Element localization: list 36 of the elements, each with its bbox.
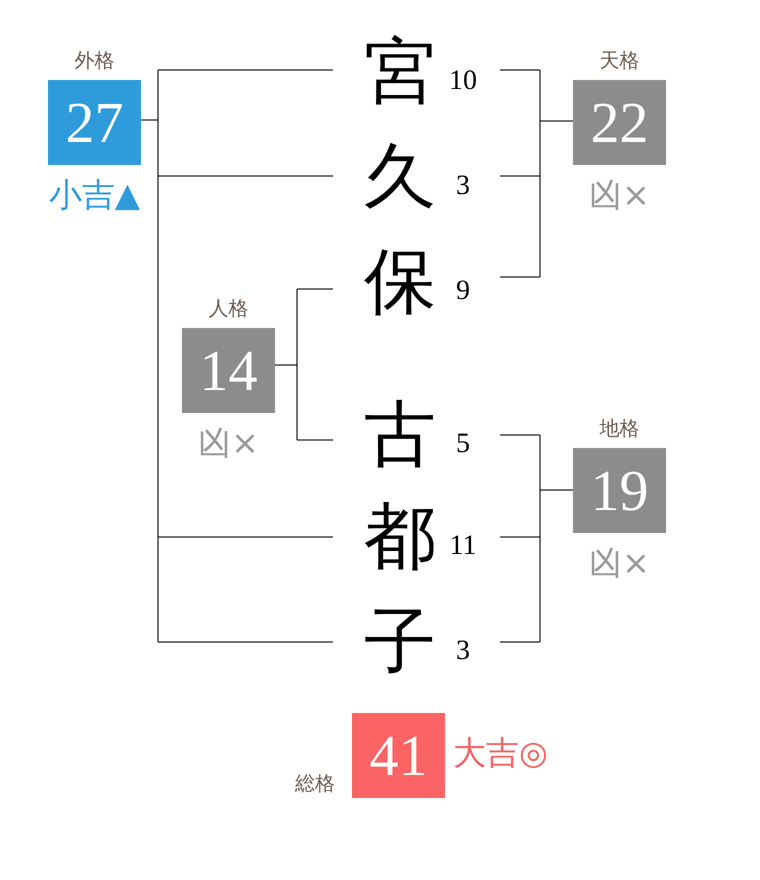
connector-line [540,434,574,642]
score-number: 41 [370,726,428,784]
fortune-result: 凶× [198,423,259,463]
category-label: 地格 [600,416,640,440]
score-number: 19 [590,462,648,520]
stroke-count: 3 [455,170,471,202]
name-character: 宮 [364,35,436,110]
fortune-result: 大吉◎ [453,733,548,773]
fortune-result: 凶× [589,175,650,215]
connector-line [500,536,540,538]
connector-line [500,276,540,278]
connector-line [158,536,334,538]
score-number: 14 [200,342,258,400]
score-number: 27 [66,94,124,152]
category-label: 外格 [74,48,114,72]
name-character: 都 [364,500,436,575]
connector-line [140,70,158,642]
stroke-count: 10 [448,64,478,96]
stroke-count: 11 [448,530,478,562]
category-label: 天格 [600,48,640,72]
fortune-result: 凶× [589,543,650,583]
name-character: 古 [364,398,436,473]
connector-line [296,288,334,290]
name-character: 久 [364,140,436,215]
connector-line [540,70,574,278]
connector-line [274,288,298,440]
name-character: 保 [364,245,436,320]
stroke-count: 5 [455,428,471,460]
name-character: 子 [364,605,436,680]
stroke-count: 9 [455,274,471,306]
category-label: 総格 [295,771,335,795]
stroke-count: 3 [455,634,471,666]
score-number: 22 [590,94,648,152]
category-label: 人格 [208,296,248,320]
connector-line [500,434,540,436]
fortune-result: 小吉▲ [48,175,140,215]
